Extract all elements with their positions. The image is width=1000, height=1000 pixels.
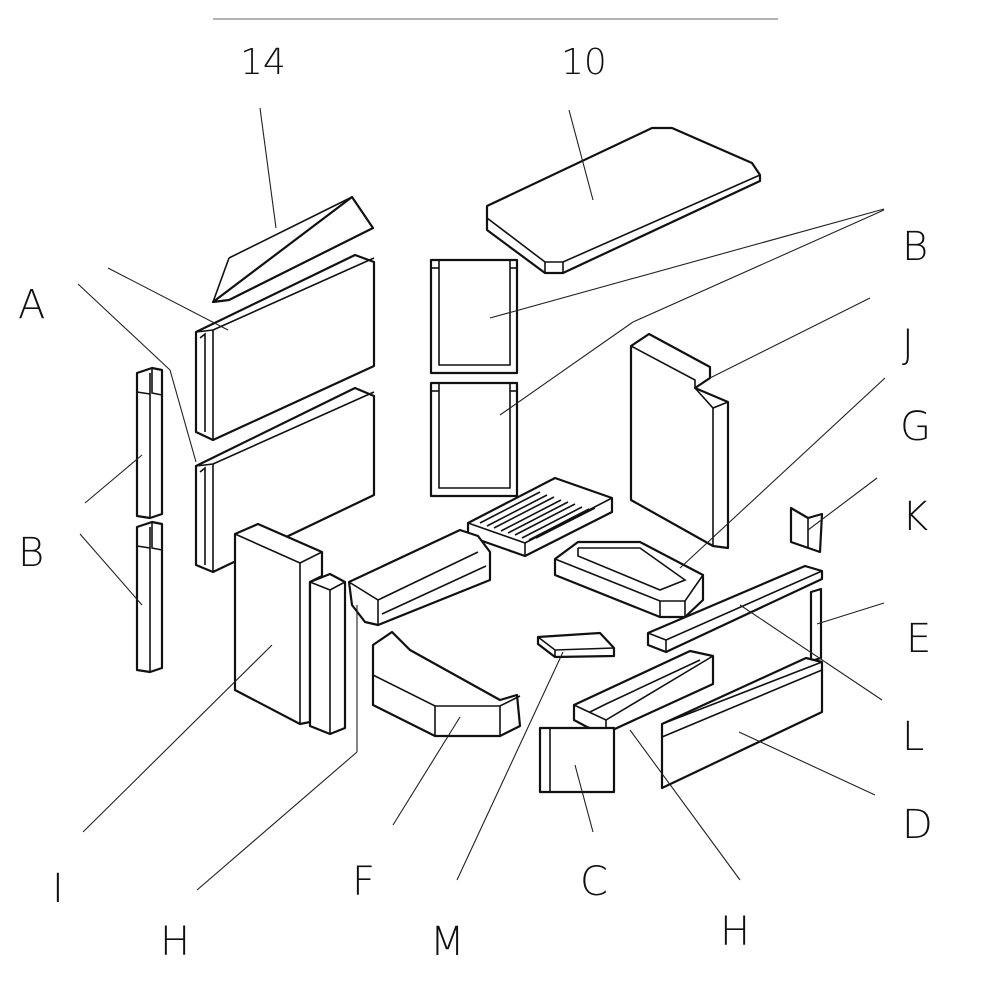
label-d: D xyxy=(902,802,933,848)
part-b-left-lower-brick xyxy=(135,520,164,674)
part-b-center-lower-brick xyxy=(429,381,519,498)
label-b-right: B xyxy=(902,224,928,270)
part-e-strip xyxy=(809,587,823,663)
label-h-left: H xyxy=(160,919,190,965)
part-j-right-wall xyxy=(629,332,730,550)
part-c-block xyxy=(538,726,616,794)
part-m-step xyxy=(536,631,616,659)
part-b-left-upper-brick xyxy=(135,366,164,520)
label-f: F xyxy=(352,859,375,905)
part-b-center-upper-brick xyxy=(429,258,519,375)
label-l: L xyxy=(902,714,924,760)
label-e: E xyxy=(906,616,931,662)
label-h-right: H xyxy=(720,909,750,955)
part-k-wedge xyxy=(789,506,824,554)
label-b-left: B xyxy=(18,530,44,576)
label-c: C xyxy=(580,859,608,905)
part-10-top-plate xyxy=(485,126,762,275)
part-14-baffle-strip xyxy=(211,195,375,304)
label-a: A xyxy=(18,282,45,328)
part-a-upper-brick xyxy=(194,253,376,442)
part-g-tray xyxy=(553,540,705,619)
part-a-lower-brick xyxy=(194,386,376,574)
label-k: K xyxy=(902,494,928,540)
part-f-tray xyxy=(371,630,522,738)
leader-lines xyxy=(77,107,886,891)
part-i-side-strip xyxy=(308,572,347,736)
label-14: 14 xyxy=(240,42,286,83)
part-h-right-ledge xyxy=(572,649,715,735)
label-10: 10 xyxy=(561,42,607,83)
label-i: I xyxy=(52,866,64,912)
part-d-front-brick xyxy=(660,656,824,790)
part-l-bar xyxy=(646,564,824,654)
part-i-front-column xyxy=(233,522,324,726)
label-g: G xyxy=(900,404,931,450)
label-m: M xyxy=(430,919,465,965)
label-j: J xyxy=(902,322,914,368)
part-h-left-ledge xyxy=(347,528,492,627)
